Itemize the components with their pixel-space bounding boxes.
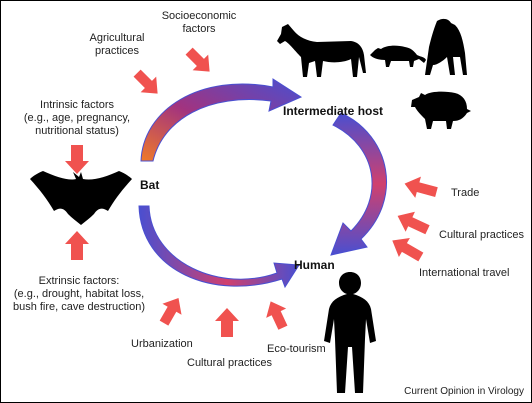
factor-label-eco-tourism: Eco-tourism bbox=[267, 343, 326, 355]
factor-label-agricultural: Agricultural practices bbox=[89, 32, 145, 57]
cycle-arrow-bat-to-human bbox=[138, 205, 300, 289]
factor-label-socioeconomic: Socioeconomic factors bbox=[161, 10, 237, 35]
factor-arrow-cultural-right bbox=[397, 211, 430, 235]
factor-arrow-intrinsic bbox=[65, 145, 89, 174]
bat-icon bbox=[30, 171, 132, 225]
factor-label-extrinsic: Extrinsic factors: (e.g., drought, habit… bbox=[12, 275, 146, 313]
civet-icon bbox=[370, 45, 426, 67]
credit-line: Current Opinion in Virology bbox=[404, 386, 524, 397]
factor-arrow-trade bbox=[404, 176, 438, 198]
factor-label-cultural-bottom: Cultural practices bbox=[187, 357, 272, 369]
node-label-intermediate-host: Intermediate host bbox=[283, 104, 384, 118]
human-icon bbox=[324, 272, 376, 393]
factor-label-intrinsic: Intrinsic factors (e.g., age, pregnancy,… bbox=[23, 99, 131, 137]
node-label-bat: Bat bbox=[140, 178, 160, 192]
factor-arrow-urbanization bbox=[159, 298, 182, 326]
factor-label-trade: Trade bbox=[451, 187, 480, 199]
factor-arrow-extrinsic bbox=[65, 231, 89, 260]
node-label-human: Human bbox=[294, 258, 335, 272]
factor-arrow-eco-tourism bbox=[266, 301, 288, 330]
factor-label-urbanization: Urbanization bbox=[131, 338, 193, 350]
factor-label-international-travel: International travel bbox=[419, 267, 510, 279]
horse-icon bbox=[277, 24, 366, 77]
primate-icon bbox=[425, 18, 467, 75]
pig-icon bbox=[411, 91, 471, 129]
cycle-arrow-host-to-human bbox=[330, 112, 388, 256]
factor-arrow-cultural-bottom bbox=[215, 308, 239, 337]
factor-arrow-international-travel bbox=[392, 237, 424, 262]
factor-arrow-socioeconomic bbox=[185, 47, 210, 72]
factor-label-cultural-right: Cultural practices bbox=[439, 229, 524, 241]
cycle-arrow-bat-to-host bbox=[140, 78, 303, 162]
factor-arrow-agricultural bbox=[133, 69, 158, 94]
